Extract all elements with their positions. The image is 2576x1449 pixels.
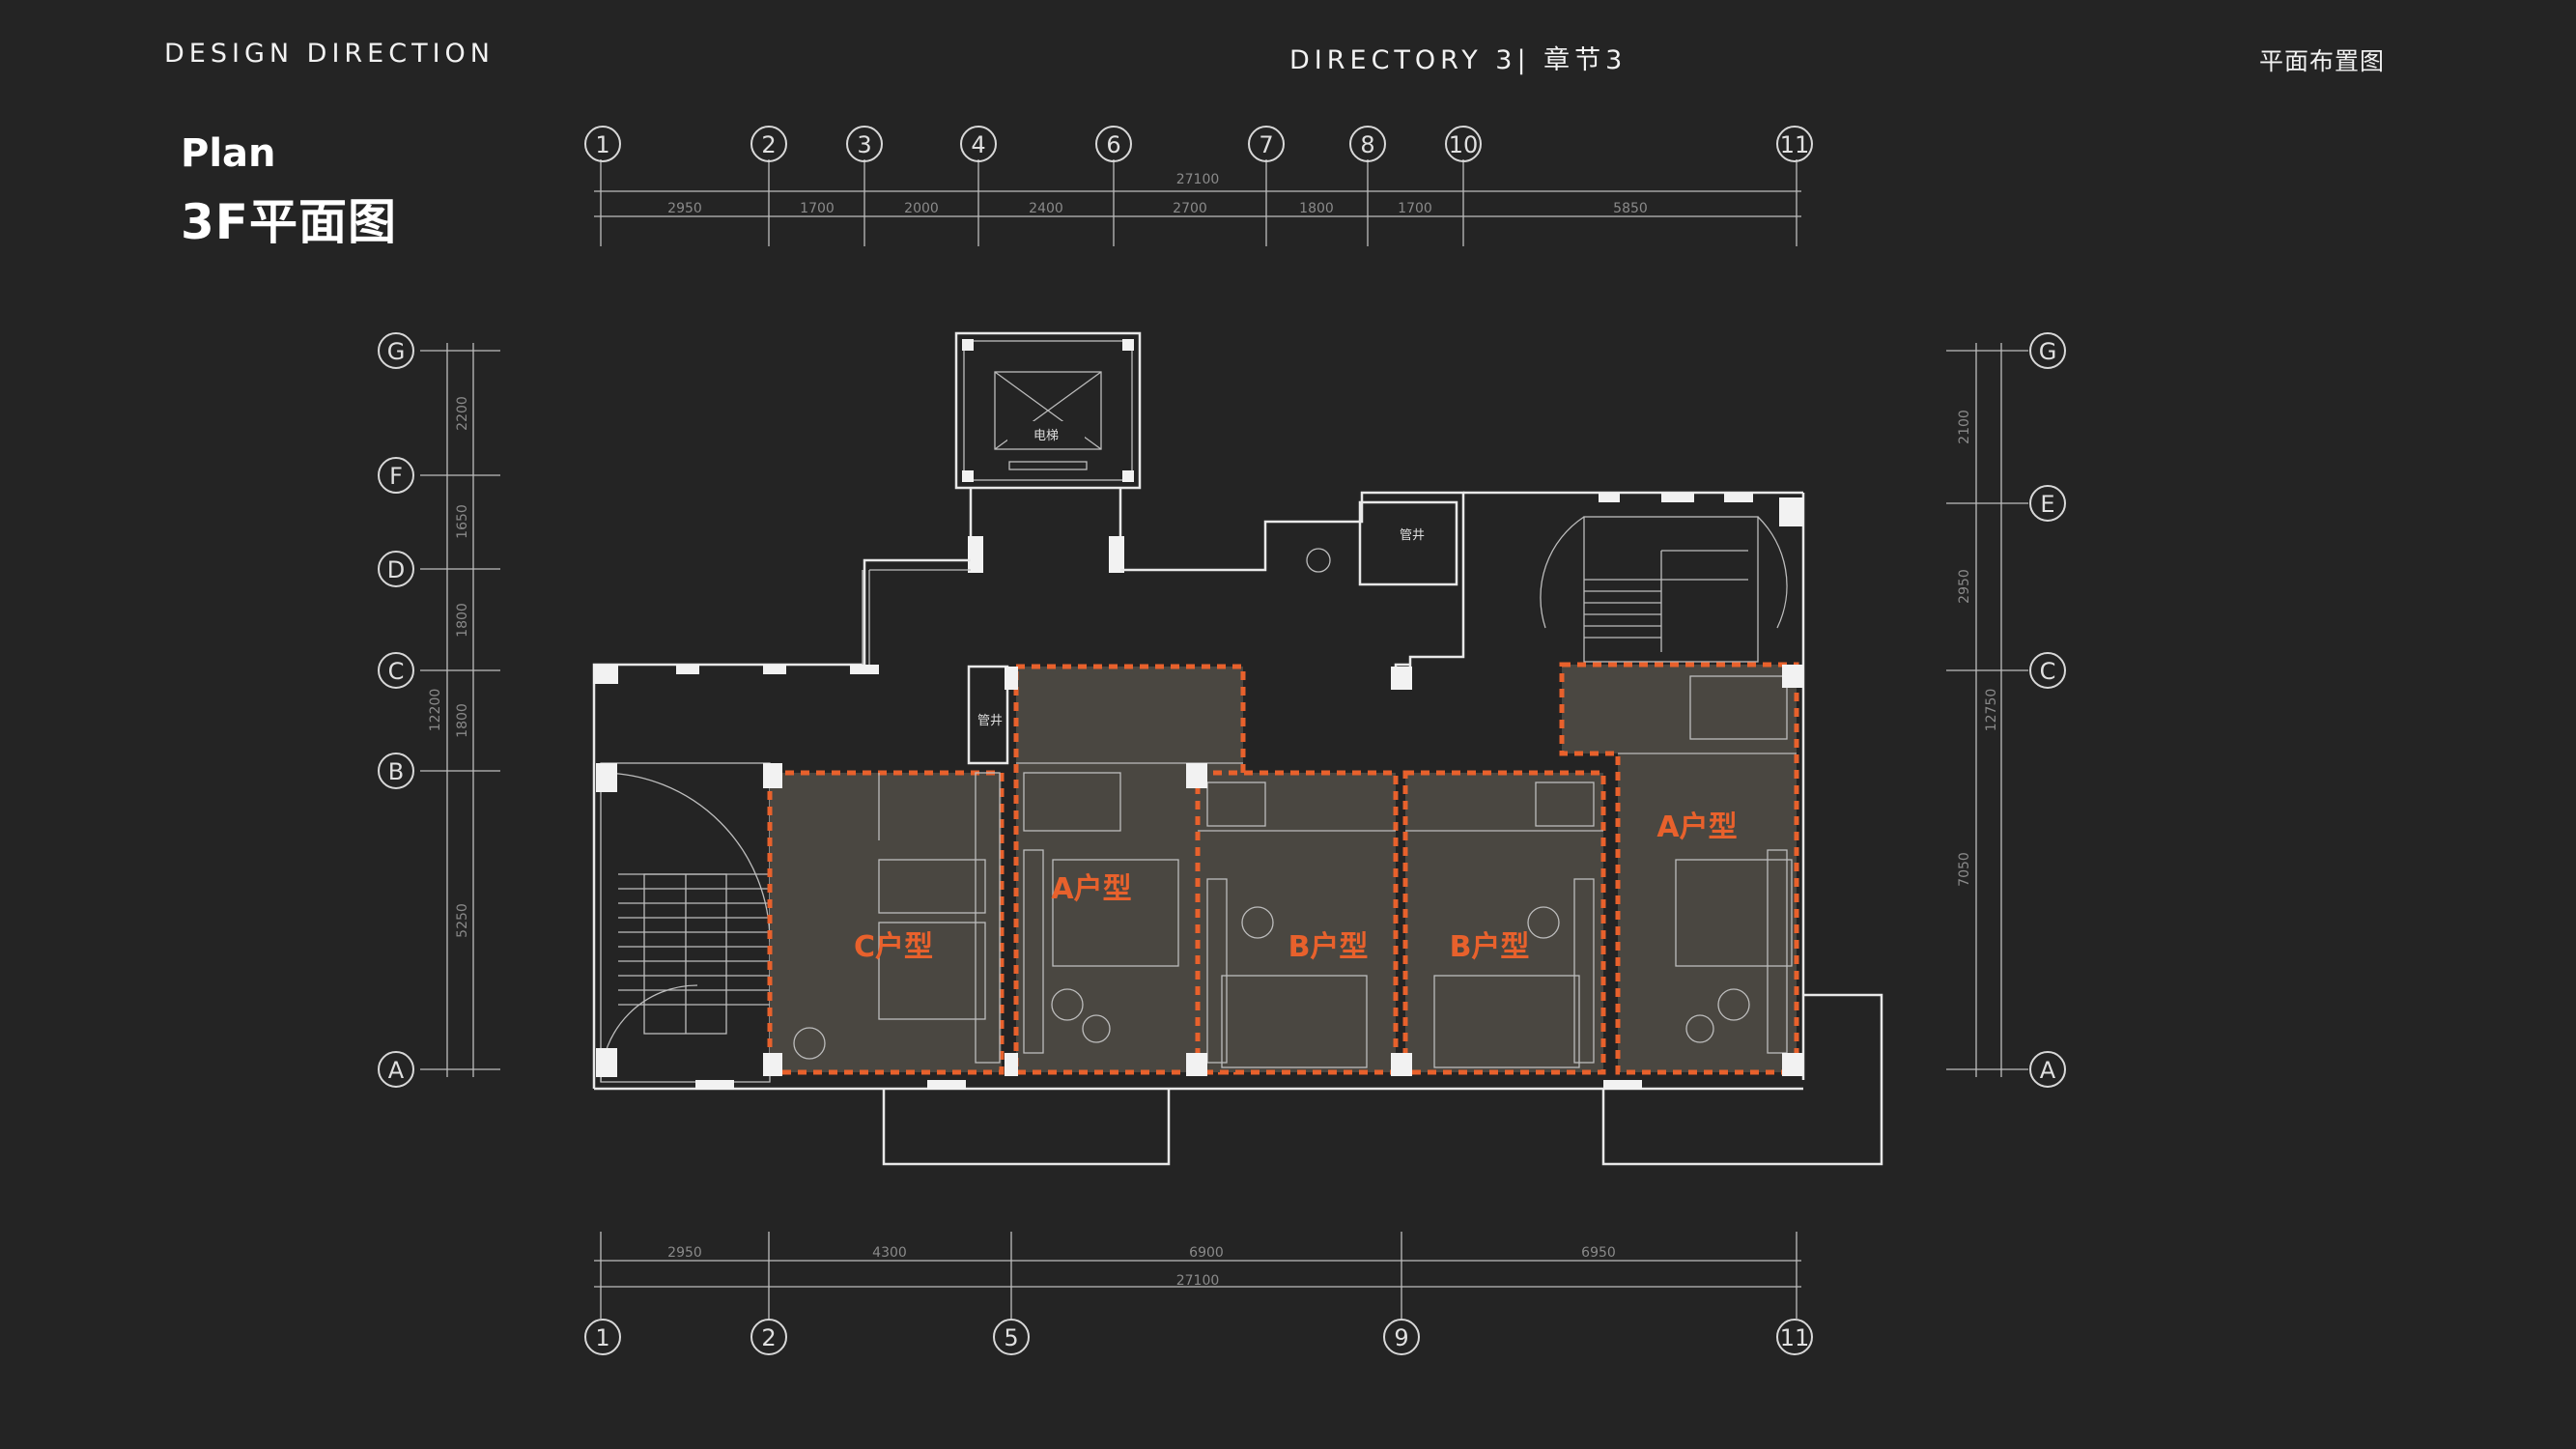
unit-b-left: B户型 — [1195, 770, 1399, 1075]
left-dim-seg: 5250 — [455, 903, 470, 938]
axis-label: 4 — [971, 131, 985, 158]
header-directory: DIRECTORY 3| 章节3 — [1289, 45, 1628, 75]
axis-label: F — [389, 463, 403, 490]
axis-label: G — [2039, 338, 2057, 365]
stair-left — [600, 762, 773, 1083]
left-dim-seg: 1650 — [455, 504, 470, 539]
axis-label: 2 — [761, 131, 776, 158]
unit-c: C户型 — [767, 770, 1005, 1075]
axis-label: 10 — [1449, 131, 1479, 158]
axis-label: A — [388, 1057, 405, 1084]
left-dim-seg: 1800 — [455, 603, 470, 638]
axis-label: C — [2040, 658, 2056, 685]
left-axis-bubbles: G F D C B A — [378, 332, 414, 1088]
right-dim-seg: 7050 — [1957, 852, 1972, 887]
top-dim-seg: 2700 — [1173, 201, 1207, 216]
axis-label: 9 — [1394, 1324, 1408, 1351]
axis-label: C — [388, 658, 405, 685]
unit-type-label: A户型 — [1051, 872, 1131, 906]
unit-type-label: C户型 — [854, 930, 933, 964]
unit-type-label: B户型 — [1450, 930, 1530, 964]
bottom-total-dim: 27100 — [1176, 1273, 1220, 1289]
top-axis-bubbles: 1 2 3 4 6 7 8 10 11 — [584, 126, 1813, 162]
axis-label: 8 — [1360, 131, 1374, 158]
plan-title-cn: 3F平面图 — [181, 194, 397, 250]
plan-title-en: Plan — [181, 131, 276, 176]
axis-label: E — [2040, 491, 2054, 518]
right-total-dim: 12750 — [1984, 689, 1999, 732]
right-axis-bubbles: G E C A — [2029, 332, 2066, 1088]
top-dim-seg: 1800 — [1299, 201, 1334, 216]
stair-right — [1540, 516, 1788, 663]
top-dimension-group: 27100 2950 1700 2000 2400 2700 1800 1700… — [594, 159, 1801, 246]
top-dim-seg: 2000 — [904, 201, 939, 216]
bottom-dim-seg: 6900 — [1189, 1245, 1224, 1261]
shaft-label: 管井 — [1400, 528, 1425, 543]
axis-label: B — [388, 758, 404, 785]
axis-label: 1 — [595, 131, 609, 158]
axis-label: 6 — [1106, 131, 1120, 158]
right-dim-seg: 2950 — [1957, 569, 1972, 604]
bottom-dim-seg: 6950 — [1581, 1245, 1616, 1261]
top-dim-seg: 1700 — [1398, 201, 1432, 216]
top-total-dim: 27100 — [1176, 172, 1220, 187]
unit-type-label: A户型 — [1656, 810, 1737, 844]
header-left-title: DESIGN DIRECTION — [164, 39, 495, 69]
axis-label: 2 — [761, 1324, 776, 1351]
left-total-dim: 12200 — [428, 689, 443, 732]
axis-label: 3 — [857, 131, 871, 158]
top-dim-seg: 2950 — [667, 201, 702, 216]
axis-label: 7 — [1259, 131, 1273, 158]
axis-label: G — [387, 338, 406, 365]
unit-a-right: A户型 — [1559, 662, 1799, 1075]
elevator-core: 电梯 — [954, 331, 1142, 573]
left-dim-seg: 1800 — [455, 703, 470, 738]
axis-label: 1 — [595, 1324, 609, 1351]
unit-type-label: B户型 — [1288, 930, 1369, 964]
right-dim-seg: 2100 — [1957, 410, 1972, 444]
service-shafts: 管井 管井 — [967, 500, 1458, 765]
unit-b-right: B户型 — [1402, 770, 1606, 1075]
top-dim-seg: 5850 — [1613, 201, 1648, 216]
right-dimension-group: 2100 2950 7050 12750 — [1946, 343, 2028, 1077]
top-dim-seg: 1700 — [800, 201, 835, 216]
left-dimension-group: 2200 1650 1800 1800 5250 12200 — [420, 343, 500, 1077]
bottom-dimension-group: 2950 4300 6900 6950 27100 — [594, 1232, 1801, 1319]
shaft-label: 管井 — [977, 714, 1003, 728]
bottom-dim-seg: 2950 — [667, 1245, 702, 1261]
header-right-title: 平面布置图 — [2258, 47, 2385, 75]
top-dim-seg: 2400 — [1029, 201, 1063, 216]
axis-label: 11 — [1780, 1324, 1810, 1351]
axis-label: A — [2040, 1057, 2056, 1084]
axis-label: D — [387, 556, 405, 583]
left-dim-seg: 2200 — [455, 396, 470, 431]
elevator-label: 电梯 — [1033, 429, 1059, 443]
bottom-axis-bubbles: 1 2 5 9 11 — [584, 1319, 1813, 1355]
bottom-dim-seg: 4300 — [872, 1245, 907, 1261]
structural-columns — [593, 493, 1803, 1090]
axis-label: 5 — [1004, 1324, 1018, 1351]
axis-label: 11 — [1780, 131, 1810, 158]
